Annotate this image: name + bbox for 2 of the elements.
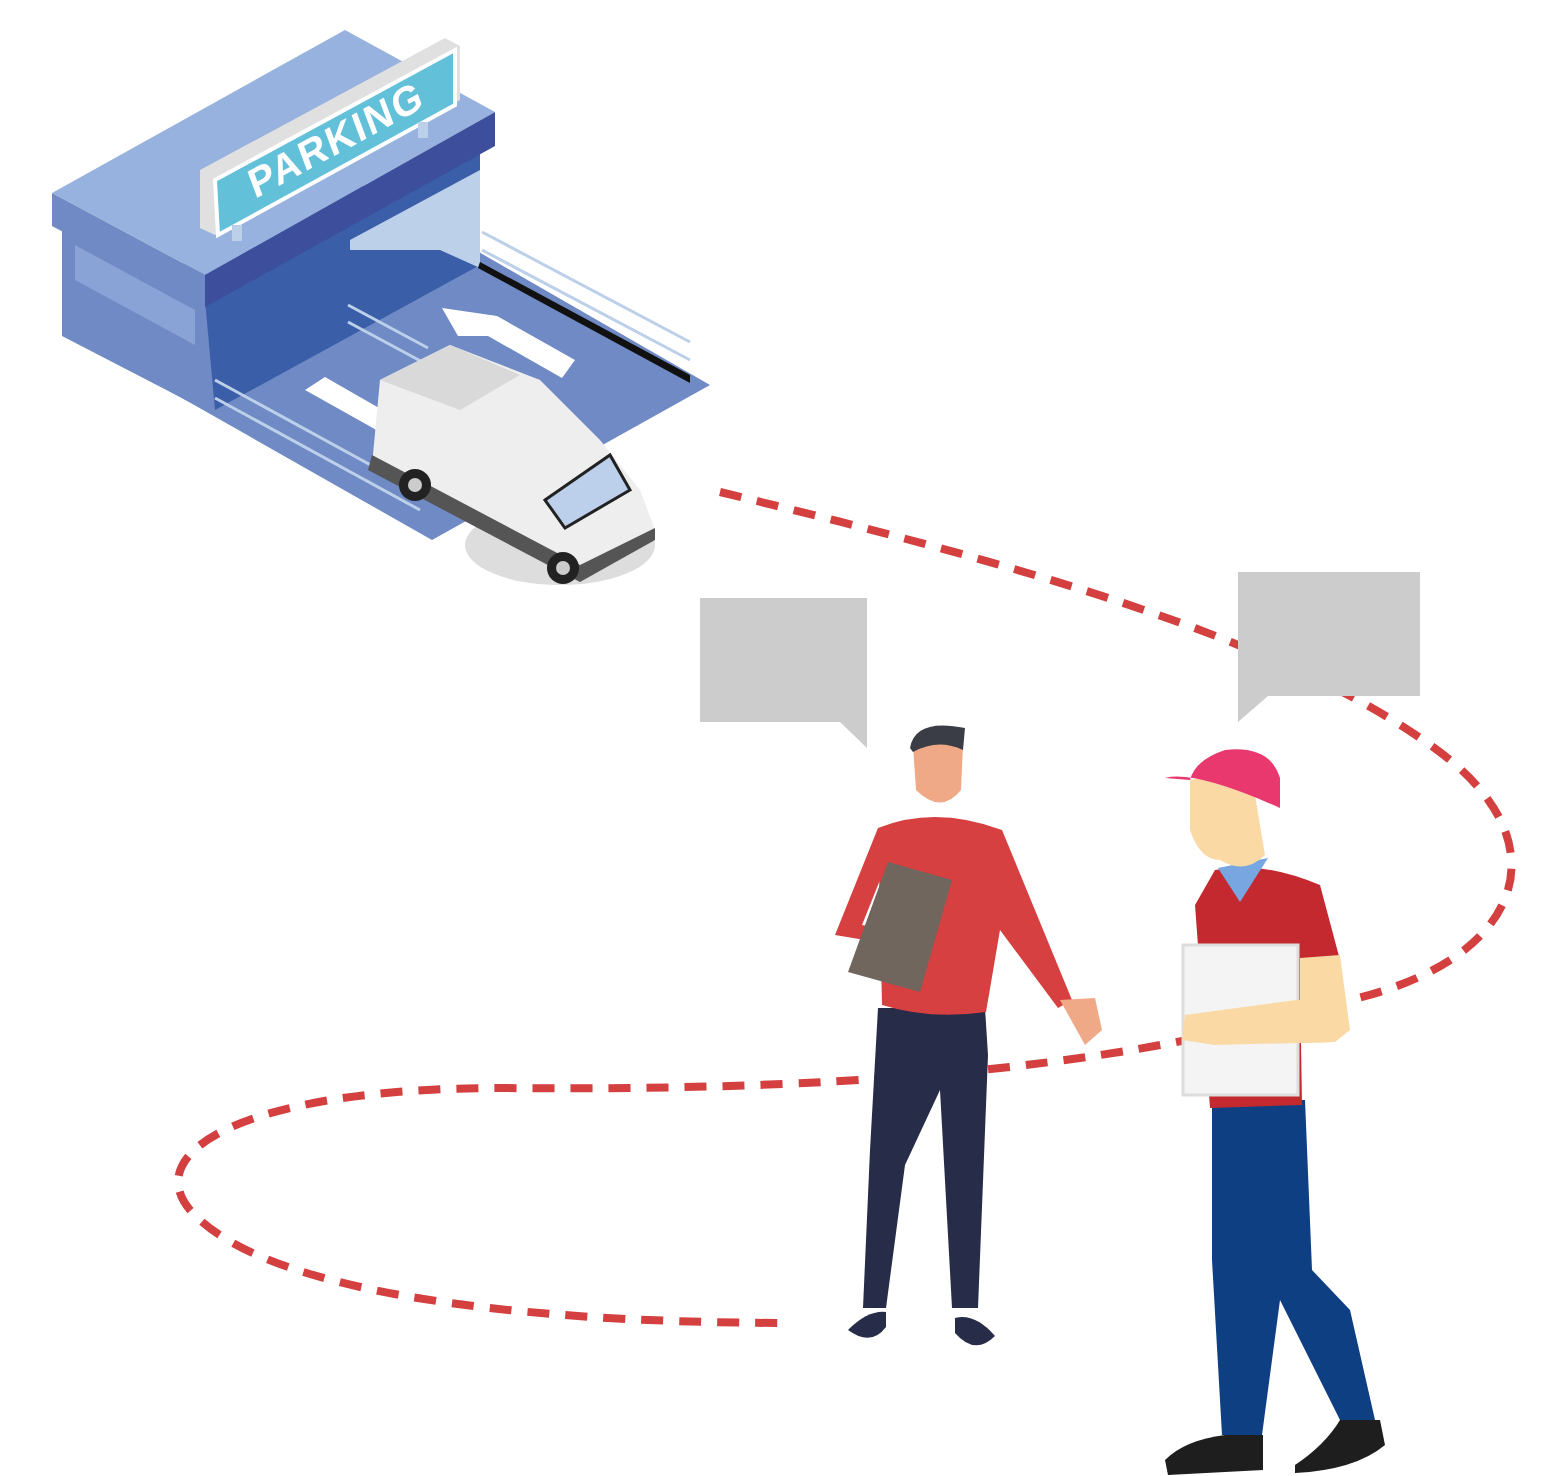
speech-bubble bbox=[1238, 572, 1420, 722]
speech-bubble bbox=[700, 598, 867, 748]
